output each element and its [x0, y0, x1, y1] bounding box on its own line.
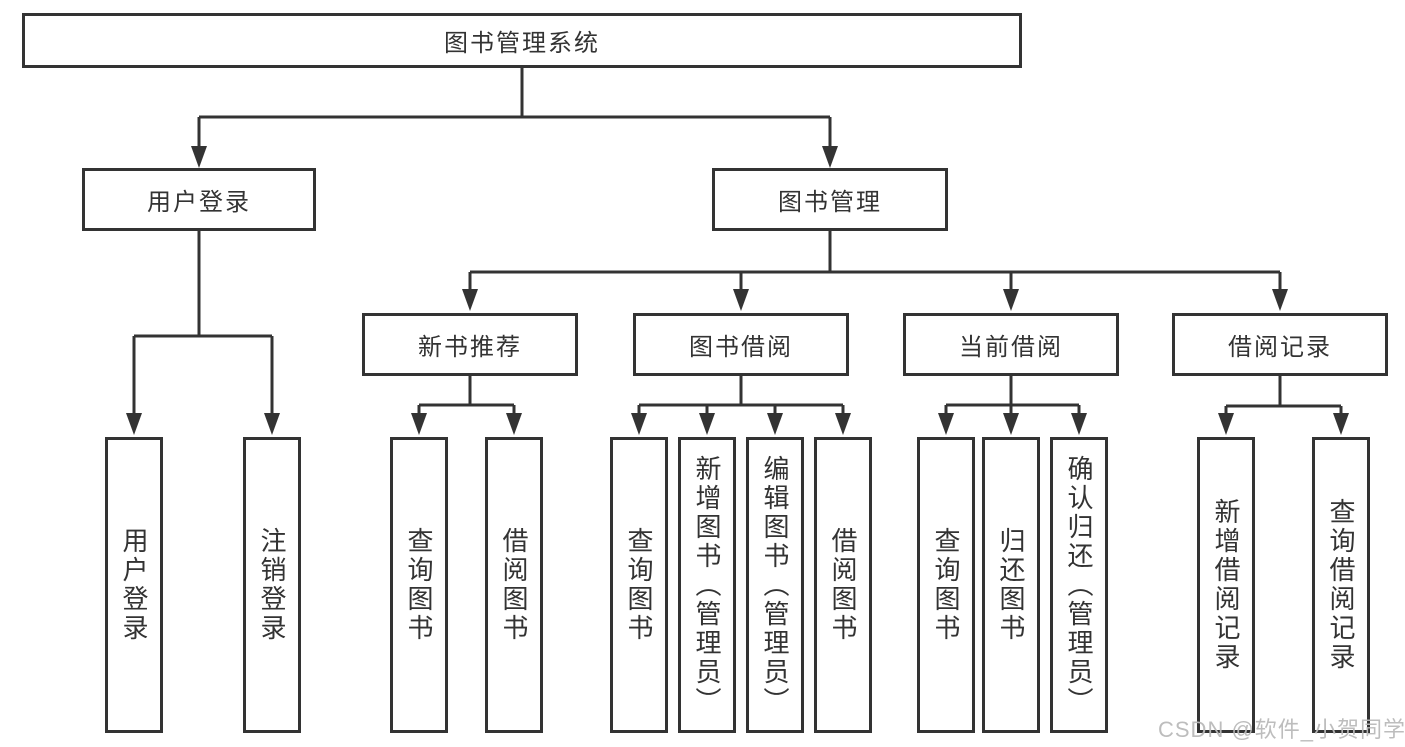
arrowhead [938, 413, 954, 435]
connector-mgmt-to-level3 [462, 231, 1288, 311]
node-book-borrow: 图书借阅 [633, 313, 849, 376]
node-current-borrow: 当前借阅 [903, 313, 1119, 376]
leaf-edit-books-admin: 编辑图书（管理员） [746, 437, 804, 733]
arrowhead [411, 413, 427, 435]
arrowhead [1003, 413, 1019, 435]
leaf-add-borrow-record: 新增借阅记录 [1197, 437, 1255, 733]
arrowhead [699, 413, 715, 435]
arrowhead [264, 413, 280, 435]
leaf-user-login: 用户登录 [105, 437, 163, 733]
connector-root-to-level2 [191, 68, 838, 168]
leaf-query-books: 查询图书 [917, 437, 975, 733]
arrowhead [1218, 413, 1234, 435]
arrowhead [462, 289, 478, 311]
node-book-management: 图书管理 [712, 168, 948, 231]
arrowhead [191, 146, 207, 168]
node-user-login: 用户登录 [82, 168, 316, 231]
arrowhead [767, 413, 783, 435]
leaf-logout: 注销登录 [243, 437, 301, 733]
leaf-borrow-books: 借阅图书 [485, 437, 543, 733]
connector-borrow-to-children [631, 376, 851, 435]
arrowhead [1071, 413, 1087, 435]
arrowhead [1003, 289, 1019, 311]
connector-records-to-children [1218, 376, 1349, 435]
node-borrow-records: 借阅记录 [1172, 313, 1388, 376]
connector-newbook-to-children [411, 376, 522, 435]
leaf-borrow-books: 借阅图书 [814, 437, 872, 733]
leaf-add-books-admin: 新增图书（管理员） [678, 437, 736, 733]
leaf-confirm-return-admin: 确认归还（管理员） [1050, 437, 1108, 733]
connector-login-to-children [126, 231, 280, 435]
arrowhead [835, 413, 851, 435]
arrowhead [1333, 413, 1349, 435]
arrowhead [733, 289, 749, 311]
arrowhead [506, 413, 522, 435]
csdn-watermark: CSDN @软件_小贺同学 [1158, 717, 1405, 742]
leaf-query-books: 查询图书 [390, 437, 448, 733]
connector-current-to-children [938, 376, 1087, 435]
arrowhead [1272, 289, 1288, 311]
leaf-query-books: 查询图书 [610, 437, 668, 733]
leaf-return-books: 归还图书 [982, 437, 1040, 733]
leaf-query-borrow-record: 查询借阅记录 [1312, 437, 1370, 733]
node-new-book-recommend: 新书推荐 [362, 313, 578, 376]
node-root-system: 图书管理系统 [22, 13, 1022, 68]
arrowhead [822, 146, 838, 168]
arrowhead [631, 413, 647, 435]
arrowhead [126, 413, 142, 435]
